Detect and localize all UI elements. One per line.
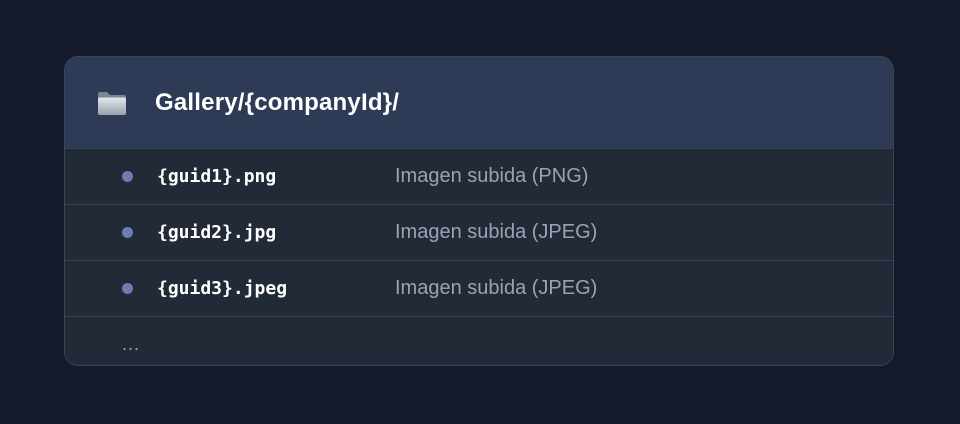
folder-card: Gallery/{companyId}/ {guid1}.png Imagen … — [64, 56, 894, 366]
file-description: Imagen subida (JPEG) — [395, 277, 598, 299]
file-description: Imagen subida (PNG) — [395, 165, 589, 187]
more-files-row: ... — [65, 317, 893, 365]
file-name: {guid3}.jpeg — [157, 278, 288, 299]
bullet-icon — [122, 171, 133, 182]
file-description: Imagen subida (JPEG) — [395, 221, 598, 243]
folder-icon — [97, 90, 127, 116]
file-row: {guid3}.jpeg Imagen subida (JPEG) — [65, 261, 893, 317]
bullet-icon — [122, 227, 133, 238]
more-files-ellipsis: ... — [122, 333, 141, 354]
folder-path: Gallery/{companyId}/ — [155, 88, 400, 116]
file-row: {guid1}.png Imagen subida (PNG) — [65, 149, 893, 205]
bullet-icon — [122, 283, 133, 294]
file-name: {guid2}.jpg — [157, 222, 277, 243]
folder-header: Gallery/{companyId}/ — [65, 57, 893, 149]
file-row: {guid2}.jpg Imagen subida (JPEG) — [65, 205, 893, 261]
file-name: {guid1}.png — [157, 166, 277, 187]
